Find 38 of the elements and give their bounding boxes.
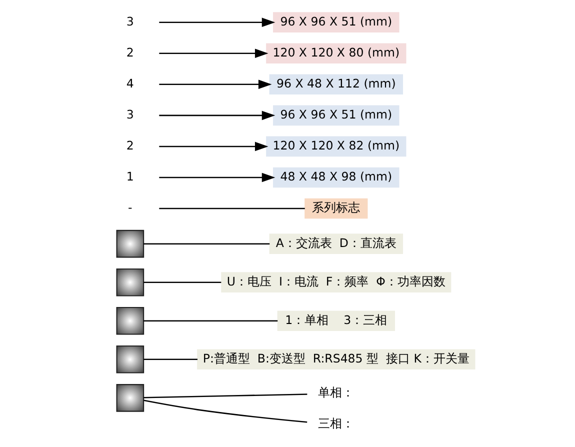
node-text: 单相： xyxy=(318,386,354,400)
node-box: 48 X 48 X 98 (mm) xyxy=(272,167,399,188)
node-text: 3 xyxy=(126,107,134,122)
connector xyxy=(143,400,307,423)
node-box: U：电压 I：电流 F：频率 Φ：功率因数 xyxy=(220,272,451,293)
arrow xyxy=(158,80,272,90)
node-box: 1：单相 3：三相 xyxy=(276,310,394,332)
node-text: - xyxy=(128,200,132,215)
connector xyxy=(143,282,221,283)
connector xyxy=(143,243,270,244)
node-text: 2 xyxy=(126,45,134,60)
arrow xyxy=(158,110,275,120)
node-text: 3 xyxy=(126,14,134,28)
node-box: 96 X 96 X 51 (mm) xyxy=(272,105,399,126)
arrow xyxy=(158,142,268,152)
connector xyxy=(143,358,197,360)
node-box: 120 X 120 X 82 (mm) xyxy=(266,136,406,157)
node-box: 120 X 120 X 80 (mm) xyxy=(266,43,406,64)
node-box xyxy=(116,345,144,374)
node-box: P:普通型 B:变送型 R:RS485 型 接口 K：开关量 xyxy=(196,349,475,370)
node-box xyxy=(116,230,144,258)
node-box: 96 X 96 X 51 (mm) xyxy=(272,12,399,32)
connector xyxy=(143,394,307,398)
arrow xyxy=(158,48,268,58)
node-box: A：交流表 D：直流表 xyxy=(268,234,403,254)
node-text: 4 xyxy=(126,76,134,90)
node-text: 三相： xyxy=(318,416,354,431)
node-text: 2 xyxy=(126,138,134,152)
node-box: 系列标志 xyxy=(304,198,368,219)
connector xyxy=(158,208,304,210)
arrow xyxy=(158,172,275,182)
node-box xyxy=(116,384,144,412)
node-box: 96 X 48 X 112 (mm) xyxy=(268,74,403,95)
node-box xyxy=(116,268,144,296)
node-box xyxy=(116,306,144,335)
node-text: 1 xyxy=(126,169,134,184)
connector xyxy=(143,320,278,322)
arrow xyxy=(158,18,275,27)
